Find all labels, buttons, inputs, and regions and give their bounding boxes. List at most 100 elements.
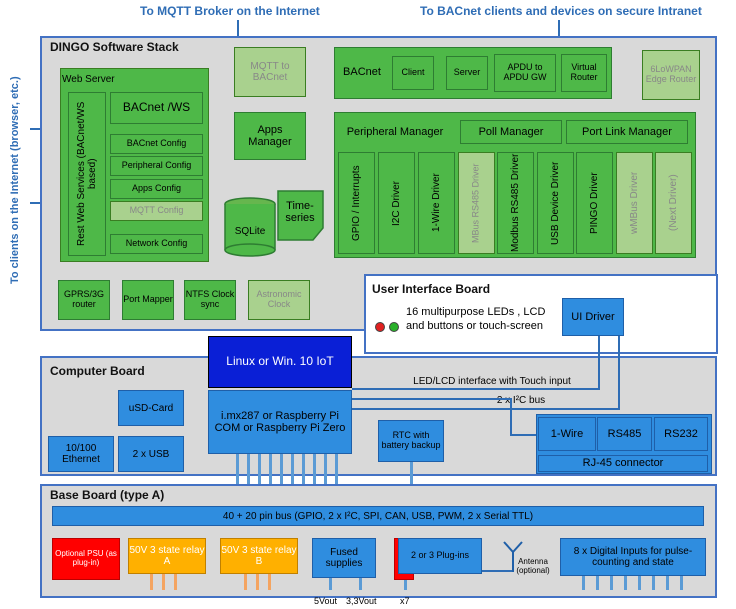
os-box: Linux or Win. 10 IoT xyxy=(208,336,352,388)
rs232-port: RS232 xyxy=(654,417,708,451)
mqtt-note: To MQTT Broker on the Internet xyxy=(140,4,320,18)
timeseries-label: Time-series xyxy=(285,199,315,224)
astronomic-clock: Astronomic Clock xyxy=(248,280,310,320)
relay-b: 50V 3 state relay B xyxy=(220,538,298,574)
ui-driver-line-2 xyxy=(618,336,620,410)
sqlite-db-icon xyxy=(224,197,276,257)
usd-card: uSD-Card xyxy=(118,390,184,426)
digital-pin xyxy=(666,576,669,590)
rtc-box: RTC with battery backup xyxy=(378,420,444,462)
red-led-icon xyxy=(375,322,385,332)
gprs-router: GPRS/3G router xyxy=(58,280,110,320)
virtual-router: Virtual Router xyxy=(561,54,607,92)
relay-pin xyxy=(162,574,165,590)
digital-pin xyxy=(610,576,613,590)
sqlite-label: SQLite xyxy=(234,225,266,237)
cpu-pin xyxy=(313,454,316,506)
bacnet-label: BACnet xyxy=(343,65,381,78)
bacnet-ws[interactable]: BACnet /WS xyxy=(110,92,203,124)
mqtt-to-bacnet: MQTT to BACnet xyxy=(234,47,306,97)
ui-board-title: User Interface Board xyxy=(372,282,491,296)
digital-pin xyxy=(652,576,655,590)
fused-pin xyxy=(329,578,332,590)
green-led-icon xyxy=(389,322,399,332)
cpu-pin xyxy=(335,454,338,506)
psu-plugin: Optional PSU (as plug-in) xyxy=(52,538,120,580)
antenna-icon xyxy=(503,541,523,572)
driver-gpio: GPIO / Interrupts xyxy=(338,152,375,254)
v33-label: 3,3Vout xyxy=(346,596,377,606)
web-server-label: Web Server xyxy=(62,73,115,85)
mqtt-line xyxy=(237,20,239,46)
port-link-manager: Port Link Manager xyxy=(566,120,688,144)
plugin-pin xyxy=(404,580,407,590)
driver-i2c: I2C Driver xyxy=(378,152,415,254)
computer-board-title: Computer Board xyxy=(50,364,145,378)
driver-mbus: MBus RS485 Driver xyxy=(458,152,495,254)
driver-modbus: Modbus RS485 Driver xyxy=(497,152,534,254)
cpu-pin xyxy=(258,454,261,506)
relay-a: 50V 3 state relay A xyxy=(128,538,206,574)
plugins-box: 2 or 3 Plug-ins xyxy=(398,538,482,574)
apps-config[interactable]: Apps Config xyxy=(110,179,203,199)
peripheral-config[interactable]: Peripheral Config xyxy=(110,156,203,176)
relay-pin xyxy=(150,574,153,590)
bus-line-mid xyxy=(352,398,512,400)
driver-next: (Next Driver) xyxy=(655,152,692,254)
driver-onewire: 1-Wire Driver xyxy=(418,152,455,254)
base-board-title: Base Board (type A) xyxy=(50,488,165,502)
rs485-port: RS485 xyxy=(597,417,652,451)
cpu-pin xyxy=(269,454,272,506)
bus-line-down xyxy=(510,398,512,436)
fused-supplies: Fused supplies xyxy=(312,538,376,578)
cpu-box: i.mx287 or Raspberry Pi COM or Raspberry… xyxy=(208,390,352,454)
timeseries-doc-icon xyxy=(277,190,324,241)
usb-ports: 2 x USB xyxy=(118,436,184,472)
fused-pin xyxy=(359,578,362,590)
cpu-pin xyxy=(236,454,239,506)
cpu-pin xyxy=(324,454,327,506)
driver-pingo: PINGO Driver xyxy=(576,152,613,254)
antenna-label: Antenna (optional) xyxy=(516,557,550,575)
network-config[interactable]: Network Config xyxy=(110,234,203,254)
relay-pin xyxy=(244,574,247,590)
relay-pin xyxy=(268,574,271,590)
relay-pin xyxy=(174,574,177,590)
rj45-connector: RJ-45 connector xyxy=(538,455,708,472)
cpu-pin xyxy=(291,454,294,506)
i2c-bus-line xyxy=(352,408,620,410)
ethernet-port: 10/100 Ethernet xyxy=(48,436,114,472)
ui-board-desc: 16 multipurpose LEDs , LCD and buttons o… xyxy=(406,306,546,332)
x7-label: x7 xyxy=(400,596,410,606)
i2c-bus-label: 2 x I²C bus xyxy=(496,394,546,406)
lcd-interface-label: LED/LCD interface with Touch input xyxy=(413,375,571,387)
ui-board-panel xyxy=(364,274,718,354)
peripheral-manager: Peripheral Manager xyxy=(346,125,444,138)
side-note: To clients on the Internet (browser, etc… xyxy=(9,76,21,284)
bacnet-note: To BACnet clients and devices on secure … xyxy=(420,4,702,18)
client-box: Client xyxy=(392,56,434,90)
digital-pin xyxy=(638,576,641,590)
cpu-pin xyxy=(280,454,283,506)
driver-usb: USB Device Driver xyxy=(537,152,574,254)
v5-label: 5Vout xyxy=(314,596,338,606)
onewire-port: 1-Wire xyxy=(538,417,596,451)
digital-inputs: 8 x Digital Inputs for pulse-counting an… xyxy=(560,538,706,576)
lcd-interface-line xyxy=(352,388,600,390)
antenna-line xyxy=(482,570,512,572)
server-box: Server xyxy=(446,56,488,90)
pin-bus: 40 + 20 pin bus (GPIO, 2 x I²C, SPI, CAN… xyxy=(52,506,704,526)
rest-services: Rest Web Services (BACnet/WS based) xyxy=(68,92,106,256)
port-mapper: Port Mapper xyxy=(122,280,174,320)
poll-manager: Poll Manager xyxy=(460,120,562,144)
bacnet-config[interactable]: BACnet Config xyxy=(110,134,203,154)
mqtt-config[interactable]: MQTT Config xyxy=(110,201,203,221)
software-title: DINGO Software Stack xyxy=(50,40,179,54)
ui-driver: UI Driver xyxy=(562,298,624,336)
digital-pin xyxy=(624,576,627,590)
apdu-box: APDU to APDU GW xyxy=(494,54,556,92)
ui-driver-line xyxy=(598,336,600,390)
apps-manager: Apps Manager xyxy=(234,112,306,160)
relay-pin xyxy=(256,574,259,590)
digital-pin xyxy=(680,576,683,590)
